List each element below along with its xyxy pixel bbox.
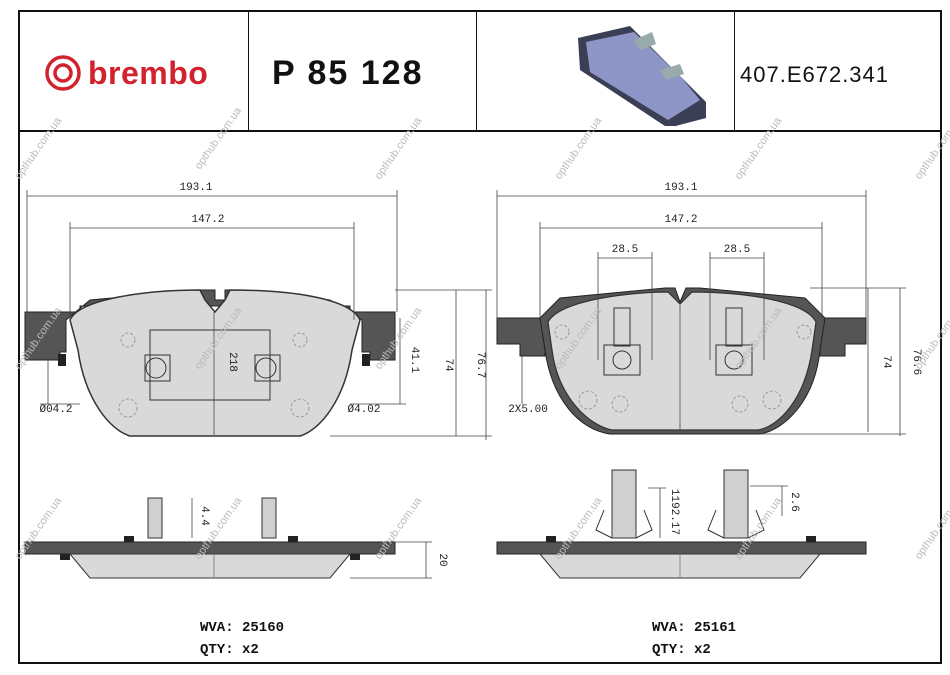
watermark: opthub.com.ua xyxy=(193,105,245,172)
dim-left-sensor-r: Ø4.02 xyxy=(347,404,380,416)
watermark: opthub.com.ua xyxy=(733,115,785,182)
part-number: P 85 128 xyxy=(272,54,424,92)
right-qty: QTY: x2 xyxy=(652,642,711,658)
watermark: opthub.com.ua xyxy=(13,115,65,182)
dim-right-clip-height: 1192.17 xyxy=(668,489,680,535)
brand-logo: brembo xyxy=(44,54,208,92)
dim-right-clip-r: 28.5 xyxy=(724,244,750,256)
dim-left-height-1: 74 xyxy=(442,358,454,372)
dim-left-height-2: 76.7 xyxy=(474,352,486,378)
dim-right-total-width: 193.1 xyxy=(664,182,697,194)
watermark: opthub.com.ua xyxy=(913,115,950,182)
right-side-dimensions xyxy=(648,485,788,538)
left-pad-front-view xyxy=(24,289,396,437)
right-front-dimensions xyxy=(496,190,906,436)
dim-left-height-3: 41.1 xyxy=(408,347,420,374)
dim-left-center: 218 xyxy=(226,352,238,372)
header-divider xyxy=(476,12,477,130)
dim-right-height-1: 74 xyxy=(880,355,892,369)
pad-thumbnail-icon xyxy=(578,26,706,126)
dim-right-height-2: 76.6 xyxy=(910,349,922,375)
dim-right-sensor: 2X5.00 xyxy=(508,404,548,416)
brand-name: brembo xyxy=(88,54,209,91)
dim-left-thickness: 20 xyxy=(436,553,448,566)
dim-right-inner-width: 147.2 xyxy=(664,214,697,226)
watermark: opthub.com.ua xyxy=(373,115,425,182)
left-pad-side-view xyxy=(24,497,396,579)
header-divider xyxy=(734,12,735,130)
watermark: opthub.com.ua xyxy=(373,495,425,562)
left-wva: WVA: 25160 xyxy=(200,620,285,636)
dim-right-clip-width: 2.6 xyxy=(788,492,800,512)
left-side-dimensions xyxy=(191,498,432,579)
watermark: opthub.com.ua xyxy=(913,305,950,372)
drawing-sheet: brembo P 85 128 407.E672.341 WVA: 25160 … xyxy=(18,10,942,664)
dim-left-sensor-l: Ø04.2 xyxy=(39,404,72,416)
brembo-logo-icon xyxy=(45,55,81,91)
watermark: opthub.com.ua xyxy=(553,115,605,182)
dim-right-clip-l: 28.5 xyxy=(612,244,638,256)
right-wva: WVA: 25161 xyxy=(652,620,737,636)
reference-code: 407.E672.341 xyxy=(740,62,890,87)
header-bar: brembo P 85 128 407.E672.341 xyxy=(20,12,940,132)
dim-left-inner-width: 147.2 xyxy=(191,214,224,226)
left-qty: QTY: x2 xyxy=(200,642,259,658)
right-pad-front-view xyxy=(496,287,867,435)
left-front-dimensions xyxy=(26,190,492,440)
header-divider xyxy=(248,12,249,130)
watermark: opthub.com.ua xyxy=(913,495,950,562)
right-pad-side-view xyxy=(496,469,867,579)
dim-left-total-width: 193.1 xyxy=(179,182,212,194)
dim-left-clip: 4.4 xyxy=(198,506,210,526)
